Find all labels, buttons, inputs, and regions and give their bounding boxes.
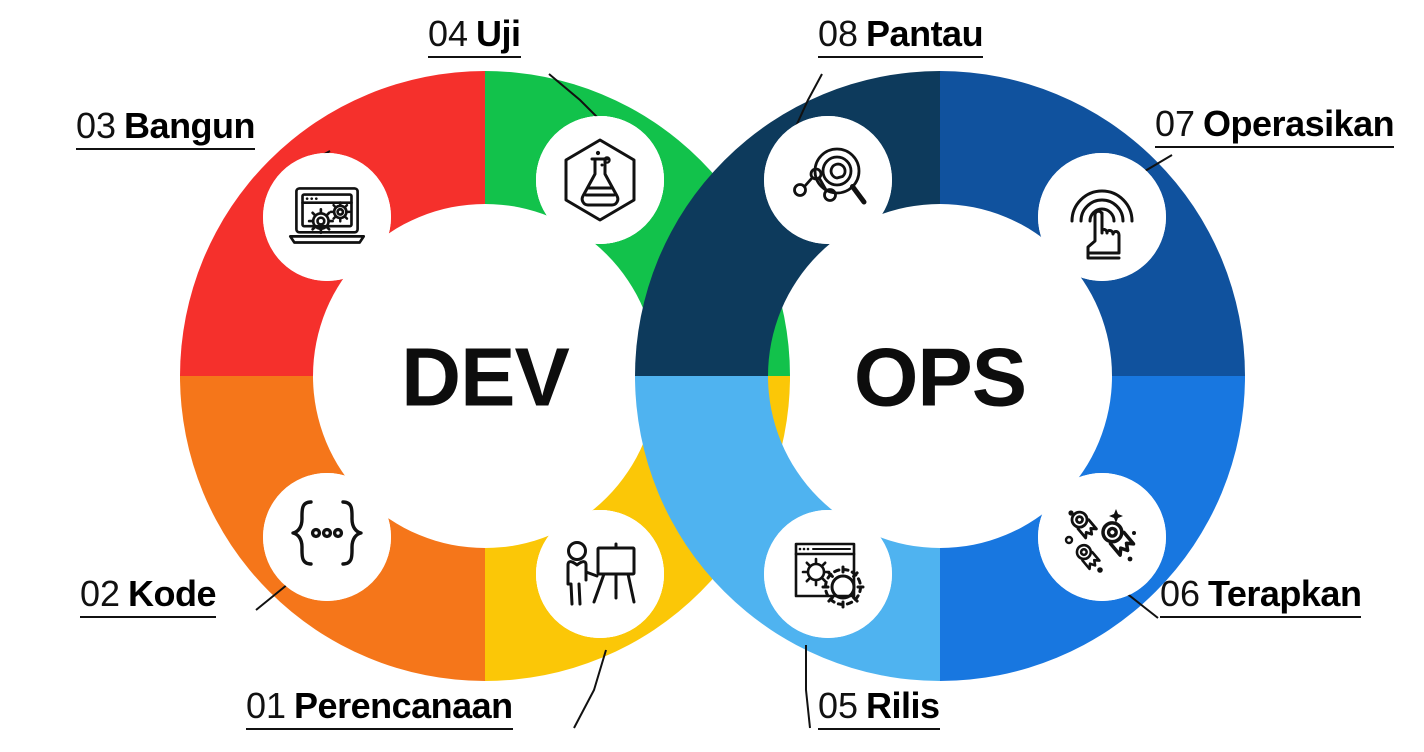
badge-kode[interactable]	[263, 473, 391, 601]
browser-gears-icon	[794, 542, 865, 609]
callout-number: 01	[246, 685, 287, 726]
callout-title: Rilis	[866, 685, 940, 726]
callout-title: Operasikan	[1203, 103, 1395, 144]
callout-number: 06	[1160, 573, 1201, 614]
dev-label: DEV	[401, 330, 570, 424]
callout-title: Kode	[128, 573, 217, 614]
badge-operasikan[interactable]	[1038, 153, 1166, 281]
callout-rule	[818, 56, 984, 58]
laptop-gear-icon	[288, 187, 366, 244]
callout-number: 04	[428, 13, 469, 54]
callout-title: Bangun	[124, 105, 256, 146]
badge-pantau[interactable]	[764, 116, 892, 244]
callout-rule	[428, 56, 521, 58]
magnifier-chart-icon	[793, 147, 867, 205]
callout-number: 08	[818, 13, 859, 54]
callout-title: Perencanaan	[294, 685, 513, 726]
callout-rule	[1160, 616, 1362, 618]
curly-braces-icon	[291, 500, 363, 566]
badge-bangun[interactable]	[263, 153, 391, 281]
badge-uji[interactable]	[536, 116, 664, 244]
tap-hand-icon	[1070, 189, 1134, 260]
callout-title: Pantau	[866, 13, 984, 54]
segment-pantau	[600, 60, 940, 376]
callout-rule	[80, 616, 217, 618]
presentation-easel-icon	[566, 541, 636, 606]
flask-hexagon-icon	[564, 138, 636, 222]
leader-perencanaan	[573, 649, 607, 729]
callout-rule	[818, 728, 940, 730]
segment-rilis	[600, 376, 940, 696]
callout-rule	[246, 728, 513, 730]
leader-pantau	[791, 73, 823, 136]
rockets-icon	[1064, 509, 1136, 573]
ops-label: OPS	[853, 330, 1027, 424]
badge-terapkan[interactable]	[1038, 473, 1166, 601]
leader-rilis	[805, 645, 811, 729]
callout-rule	[1155, 146, 1395, 148]
callout-number: 05	[818, 685, 859, 726]
leader-uji	[548, 73, 604, 124]
callout-number: 07	[1155, 103, 1196, 144]
badge-perencanaan[interactable]	[536, 510, 664, 638]
callout-title: Terapkan	[1208, 573, 1362, 614]
callout-number: 03	[76, 105, 117, 146]
callout-number: 02	[80, 573, 121, 614]
badge-rilis[interactable]	[764, 510, 892, 638]
callout-rule	[76, 148, 256, 150]
callout-title: Uji	[476, 13, 521, 54]
